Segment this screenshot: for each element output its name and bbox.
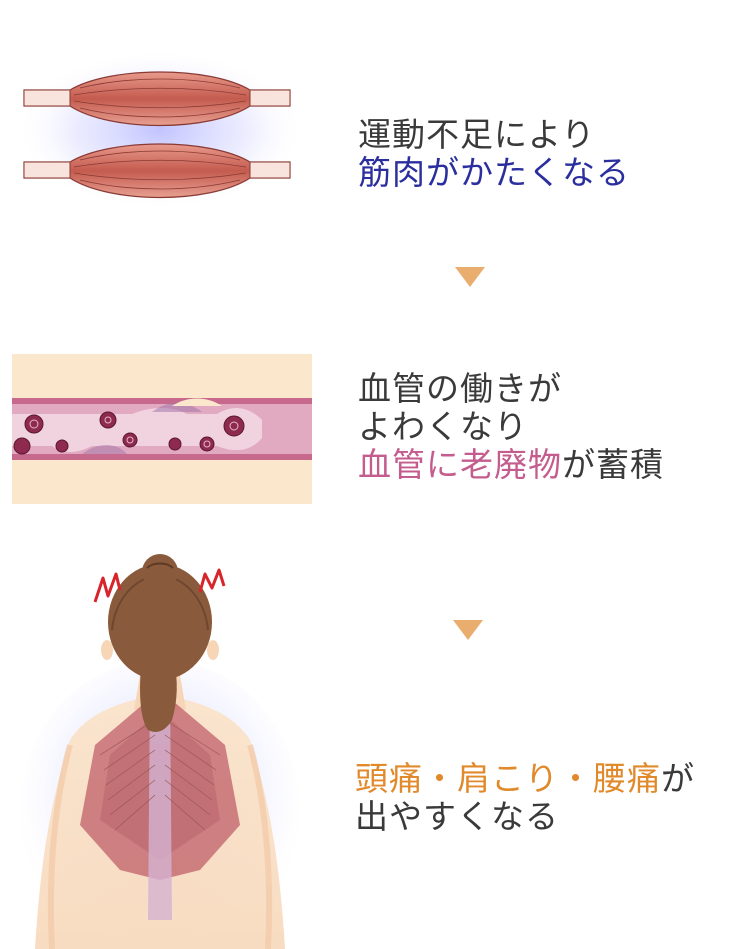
symptom-stiff-shoulders: 肩こり xyxy=(457,759,559,798)
step1-line2: 筋肉がかたくなる xyxy=(358,153,630,192)
symptom-back-pain: 腰痛 xyxy=(593,759,661,798)
down-arrow-icon xyxy=(455,267,485,287)
down-arrow-icon xyxy=(453,620,483,640)
step3-line1-rest: が xyxy=(661,759,695,798)
muscle-bundle-upper xyxy=(23,71,291,127)
step-pain: 頭痛・肩こり・腰痛が 出やすくなる xyxy=(0,540,750,949)
step2-line2: よわくなり xyxy=(358,407,528,446)
pain-mark-icon xyxy=(93,568,226,603)
step3-line1: 頭痛・肩こり・腰痛が xyxy=(355,760,695,798)
woman-back-pain-icon xyxy=(20,554,300,949)
step1-line1: 運動不足により xyxy=(358,115,596,154)
symptom-headache: 頭痛 xyxy=(355,759,423,798)
back-muscles xyxy=(80,690,240,920)
muscle-fiber-icon xyxy=(15,50,305,210)
muscle-bundle-lower xyxy=(23,143,291,199)
step-muscle: 運動不足により 筋肉がかたくなる xyxy=(0,0,750,240)
separator-dot: ・ xyxy=(423,759,457,798)
step-blood-vessel: 血管の働きが よわくなり 血管に老廃物が蓄積 xyxy=(0,340,750,520)
blood-cells xyxy=(13,411,245,455)
step2-text: 血管の働きが よわくなり 血管に老廃物が蓄積 xyxy=(358,370,664,484)
blood-vessel-icon xyxy=(12,354,312,504)
separator-dot: ・ xyxy=(559,759,593,798)
step1-text: 運動不足により 筋肉がかたくなる xyxy=(358,116,630,192)
step3-line2: 出やすくなる xyxy=(355,797,559,836)
step2-line3: 血管に老廃物が蓄積 xyxy=(358,446,664,484)
step2-line3-highlight: 血管に老廃物 xyxy=(358,445,562,484)
step2-line3-rest: が蓄積 xyxy=(562,445,664,484)
step2-line1: 血管の働きが xyxy=(358,369,562,408)
step3-text: 頭痛・肩こり・腰痛が 出やすくなる xyxy=(355,760,695,836)
